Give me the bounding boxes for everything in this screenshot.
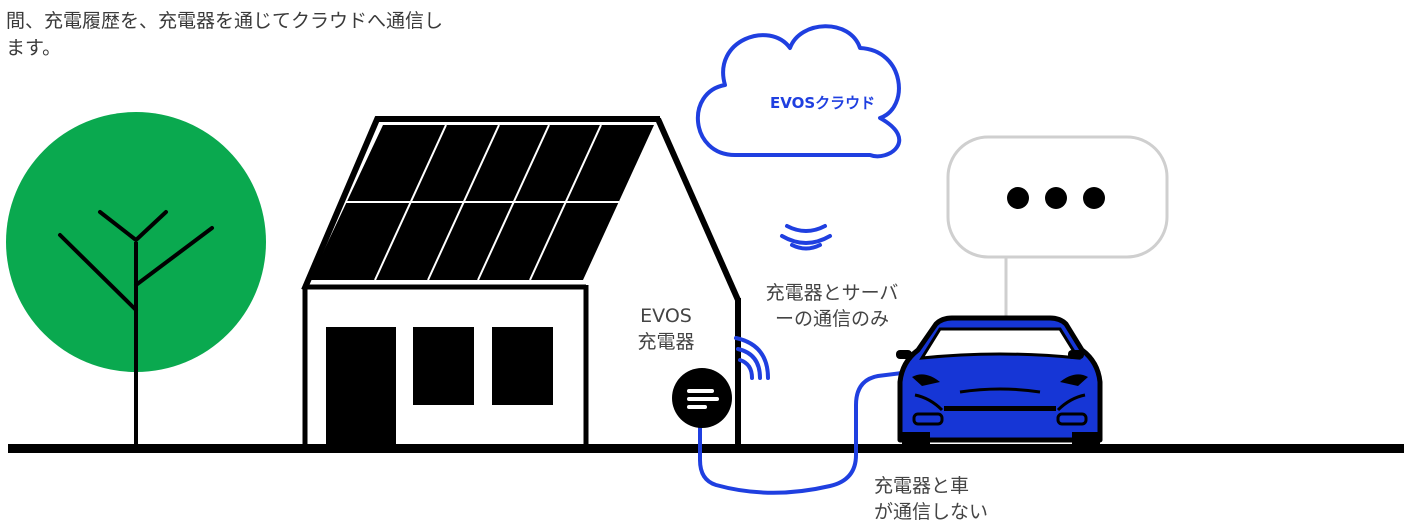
server-comm-line-2: ーの通信のみ xyxy=(774,308,889,330)
cloud-icon xyxy=(695,24,902,159)
speech-bubble-icon xyxy=(946,135,1169,318)
car-icon xyxy=(896,315,1103,446)
car-comm-line-1: 充電器と車 xyxy=(874,475,970,497)
server-comm-line-1: 充電器とサーバ xyxy=(765,282,899,304)
car-comm-line-2: が通信しない xyxy=(874,501,989,523)
car-comm-label: 充電器と車 が通信しない xyxy=(874,473,994,525)
window-left xyxy=(413,327,474,405)
cloud-label: EVOSクラウド xyxy=(770,94,876,112)
tree-icon xyxy=(6,112,266,444)
wifi-signal-icon xyxy=(780,224,832,251)
window-right xyxy=(492,327,553,405)
charging-cable xyxy=(698,370,911,495)
door xyxy=(326,327,396,446)
charger-label-line-2: 充電器 xyxy=(637,331,695,353)
intro-line-1: 間、充電履歴を、充電器を通じてクラウドへ通信し xyxy=(6,10,444,32)
ground-line xyxy=(8,444,1404,453)
intro-text: 間、充電履歴を、充電器を通じてクラウドへ通信し ます。 xyxy=(6,8,646,62)
charger-label: EVOS 充電器 xyxy=(632,303,700,355)
charger-icon xyxy=(672,368,732,428)
intro-line-2: ます。 xyxy=(6,37,62,59)
solar-panel-icon xyxy=(310,124,654,281)
charger-signal-icon xyxy=(734,336,770,380)
charger-label-line-1: EVOS xyxy=(640,305,692,327)
server-comm-label: 充電器とサーバ ーの通信のみ xyxy=(742,280,922,332)
